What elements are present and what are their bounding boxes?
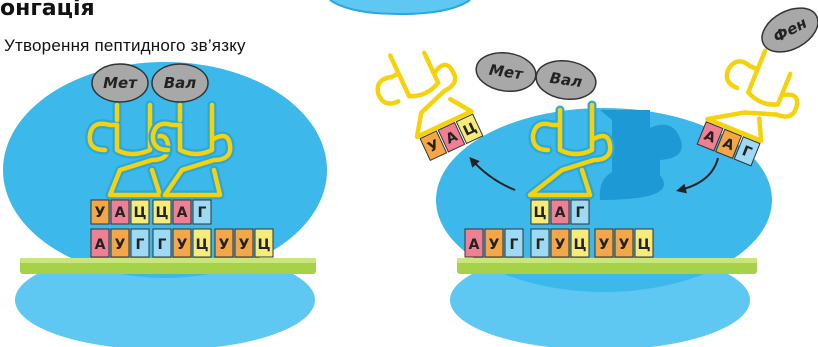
nucleotide: А bbox=[95, 237, 106, 253]
nucleotide: Г bbox=[136, 237, 145, 253]
amino-acid-label: Мет bbox=[488, 61, 525, 84]
left-mrna-codons: А У Г Г У Ц У У Ц bbox=[90, 228, 274, 258]
nucleotide: У bbox=[555, 237, 566, 253]
nucleotide: Ц bbox=[156, 205, 169, 221]
amino-acid-label: Мет bbox=[103, 74, 138, 92]
nucleotide: У bbox=[95, 205, 106, 221]
right-trna-released: У А Ц bbox=[375, 50, 484, 162]
nucleotide: У bbox=[177, 237, 188, 253]
right-bound-anticodon-row: Ц А Г bbox=[530, 199, 590, 225]
nucleotide: Г bbox=[158, 237, 167, 253]
nucleotide: Ц bbox=[258, 237, 271, 253]
nucleotide: Г bbox=[576, 205, 585, 221]
section-title: онгація bbox=[0, 0, 95, 21]
left-amino-val: Вал bbox=[151, 63, 209, 103]
nucleotide: Г bbox=[536, 237, 545, 253]
a-site-silhouette bbox=[599, 110, 682, 200]
figure-caption: Утворення пептидного зв’язку bbox=[4, 36, 246, 55]
left-ribosome-large-subunit bbox=[3, 62, 327, 278]
nucleotide: У bbox=[239, 237, 250, 253]
amino-acid-label: Вал bbox=[549, 69, 584, 91]
nucleotide: А bbox=[177, 205, 188, 221]
right-trna-incoming: А А Г bbox=[696, 48, 800, 167]
right-trna-bound bbox=[525, 100, 615, 200]
nucleotide: У bbox=[599, 237, 610, 253]
nucleotide: Ц bbox=[638, 237, 651, 253]
nucleotide: Г bbox=[510, 237, 519, 253]
right-mrna-codons: А У Г Г У Ц У У Ц bbox=[464, 228, 654, 258]
left-ribosome-small-subunit bbox=[15, 250, 315, 347]
nucleotide: Ц bbox=[196, 237, 209, 253]
left-ribosome bbox=[3, 62, 327, 347]
nucleotide: А bbox=[555, 205, 566, 221]
nucleotide: Ц bbox=[134, 205, 147, 221]
right-amino-met: Мет bbox=[475, 51, 537, 93]
nucleotide: Ц bbox=[461, 120, 480, 140]
amino-acid-label: Вал bbox=[164, 74, 197, 92]
top-arc bbox=[329, 0, 471, 16]
release-arrow bbox=[469, 157, 516, 191]
nucleotide: У bbox=[489, 237, 500, 253]
nucleotide: У bbox=[219, 237, 230, 253]
nucleotide: А bbox=[115, 205, 126, 221]
nucleotide: У bbox=[115, 237, 126, 253]
nucleotide: А bbox=[469, 237, 480, 253]
left-anticodon-row: У А Ц Ц А Г bbox=[90, 199, 212, 225]
right-amino-val: Вал bbox=[535, 59, 597, 101]
nucleotide: Г bbox=[198, 205, 207, 221]
left-amino-met: Мет bbox=[91, 63, 149, 103]
entry-arrow bbox=[676, 157, 719, 194]
right-amino-phe: Фен bbox=[761, 7, 818, 53]
nucleotide: Ц bbox=[534, 205, 547, 221]
nucleotide: Ц bbox=[574, 237, 587, 253]
nucleotide: У bbox=[619, 237, 630, 253]
left-trna-val bbox=[148, 100, 235, 200]
